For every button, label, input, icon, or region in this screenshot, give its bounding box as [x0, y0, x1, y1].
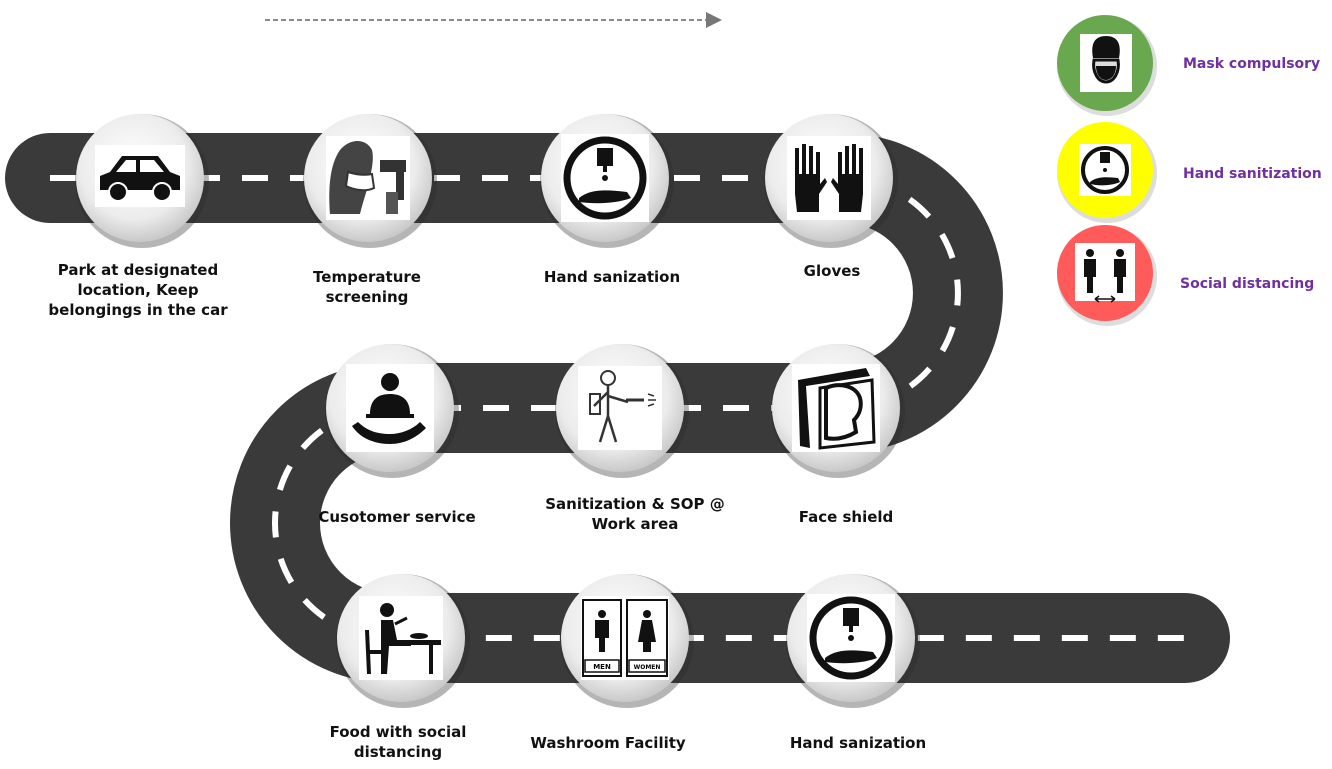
step-label-park-line2: location, Keep	[77, 281, 199, 299]
legend-label-mask: Mask compulsory	[1183, 56, 1321, 72]
customer-service-icon	[346, 364, 434, 452]
step-label-sop-line2: Work area	[591, 515, 679, 533]
face-shield-icon	[792, 364, 880, 452]
step-label-face-shield: Face shield	[798, 508, 894, 526]
step-label-sop-line1: Sanitization & SOP @	[545, 495, 725, 513]
legend	[1057, 15, 1157, 326]
legend-mask	[1057, 15, 1157, 116]
washroom-men-text: MEN	[593, 663, 611, 671]
car-icon	[95, 145, 185, 207]
legend-label-social-distancing: Social distancing	[1180, 276, 1315, 292]
sprayer-icon	[578, 366, 662, 450]
legend-hand-sanitization	[1057, 122, 1157, 223]
step-label-washroom: Washroom Facility	[530, 734, 686, 752]
step-label-temperature-line2: screening	[325, 288, 409, 306]
step-label-customer-service: Cusotomer service	[318, 508, 476, 526]
hand-sanitizer-icon	[561, 134, 649, 222]
step-label-food-line2: distancing	[353, 743, 443, 761]
step-label-temperature-line1: Temperature	[313, 268, 421, 286]
dining-icon	[359, 596, 443, 680]
washroom-icon: MEN WOMEN	[581, 596, 669, 680]
step-label-hand-sanization-2: Hand sanization	[789, 734, 927, 752]
social-distancing-icon	[1075, 243, 1135, 303]
step-label-temperature: Temperature screening	[313, 267, 421, 307]
hand-sanitizer-icon	[807, 594, 895, 682]
hand-sanitizer-icon	[1079, 144, 1131, 196]
gloves-icon	[787, 136, 871, 220]
step-label-park-line1: Park at designated	[57, 261, 219, 279]
step-label-food-line1: Food with social	[329, 723, 467, 741]
step-label-sanitization-sop: Sanitization & SOP @ Work area	[545, 494, 725, 534]
step-label-gloves: Gloves	[803, 262, 861, 280]
step-label-food: Food with social distancing	[330, 722, 467, 762]
legend-label-hand-sanitization: Hand sanitization	[1183, 166, 1322, 182]
step-label-park-line3: belongings in the car	[48, 301, 228, 319]
step-label-hand-sanization-1: Hand sanization	[543, 268, 681, 286]
washroom-women-text: WOMEN	[634, 664, 661, 671]
mask-icon	[1092, 36, 1120, 84]
legend-social-distancing	[1057, 225, 1157, 326]
thermometer-screening-icon	[326, 136, 410, 220]
step-label-park: Park at designated location, Keep belong…	[48, 260, 227, 320]
